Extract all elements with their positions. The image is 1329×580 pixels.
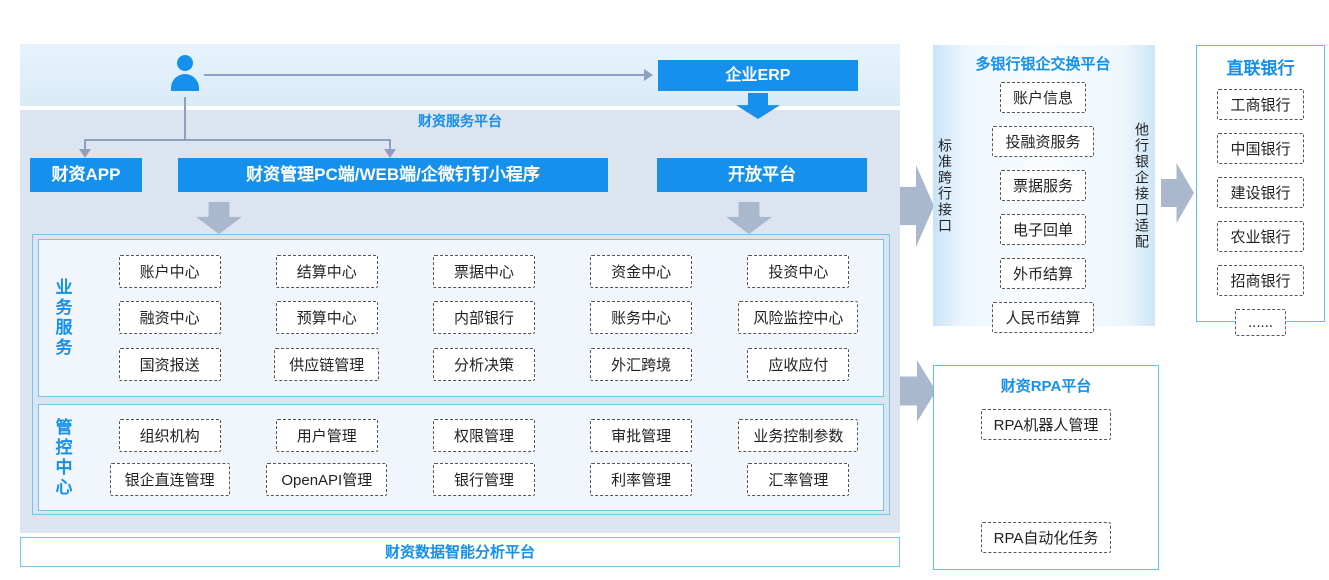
business-cell: 应收应付 (747, 348, 850, 382)
exchange-item: 电子回单 (999, 214, 1086, 245)
bank-item: 工商银行 (1217, 89, 1304, 120)
right-arrow-icon (900, 165, 934, 247)
control-cell: 业务控制参数 (738, 418, 859, 452)
business-services-section: 业务服务 账户中心 结算中心 票据中心 资金中心 投资中心 融资中心 预算中心 … (38, 239, 884, 397)
control-cell: 审批管理 (590, 418, 693, 452)
bank-item: 中国银行 (1217, 133, 1304, 164)
erp-down-arrow-icon (736, 93, 780, 119)
control-center-section: 管控中心 组织机构 用户管理 权限管理 审批管理 业务控制参数 银企直连管理 O… (38, 404, 884, 511)
exchange-item: 外币结算 (999, 258, 1086, 289)
business-cell: 国资报送 (118, 348, 221, 382)
bank-item: 建设银行 (1217, 177, 1304, 208)
business-cell: 外汇跨境 (590, 348, 693, 382)
direct-banks-panel: 直联银行 工商银行 中国银行 建设银行 农业银行 招商银行 ...... (1196, 45, 1325, 336)
user-to-erp-arrow (204, 69, 653, 81)
platform-title: 财资服务平台 (418, 113, 502, 129)
control-cell: 银行管理 (432, 463, 535, 497)
business-cell: 预算中心 (275, 301, 378, 335)
business-cell: 供应链管理 (274, 348, 380, 382)
rpa-platform-panel: 财资RPA平台 RPA机器人管理 RPA自动化任务 (933, 365, 1159, 570)
business-cell: 融资中心 (118, 301, 221, 335)
bank-item: 农业银行 (1217, 221, 1304, 252)
user-icon (170, 55, 200, 97)
data-analysis-platform-bar: 财资数据智能分析平台 (20, 537, 900, 567)
bank-item-more: ...... (1234, 309, 1286, 336)
business-cell: 票据中心 (432, 254, 535, 288)
down-arrow-icon (196, 202, 242, 234)
exchange-item: 账户信息 (999, 82, 1086, 113)
control-cell: 权限管理 (432, 418, 535, 452)
control-cell: 银企直连管理 (109, 463, 230, 497)
rpa-platform-title: 财资RPA平台 (1000, 378, 1092, 395)
bank-exchange-title: 多银行银企交换平台 (975, 56, 1111, 73)
connector-left-stub (84, 141, 86, 149)
bank-exchange-content: 多银行银企交换平台 账户信息 投融资服务 票据服务 电子回单 外币结算 人民币结… (957, 45, 1129, 333)
control-center-grid: 组织机构 用户管理 权限管理 审批管理 业务控制参数 银企直连管理 OpenAP… (85, 405, 883, 510)
open-platform-node: 开放平台 (657, 158, 867, 192)
bank-item: 招商银行 (1217, 265, 1304, 296)
exchange-item: 人民币结算 (992, 302, 1094, 333)
user-icon-torso (171, 74, 199, 91)
business-cell: 结算中心 (275, 254, 378, 288)
business-cell: 内部银行 (432, 301, 535, 335)
business-services-grid: 账户中心 结算中心 票据中心 资金中心 投资中心 融资中心 预算中心 内部银行 … (85, 240, 883, 396)
exchange-item: 票据服务 (999, 170, 1086, 201)
connector-right-stub (389, 141, 391, 149)
standard-interbank-interface-label: 标准跨行接口 (937, 137, 953, 234)
business-cell: 投资中心 (747, 254, 850, 288)
connector-horizontal-line (84, 139, 391, 141)
erp-node: 企业ERP (658, 60, 858, 91)
user-icon-head (177, 55, 193, 71)
business-cell: 账户中心 (118, 254, 221, 288)
business-cell: 分析决策 (432, 348, 535, 382)
rpa-item: RPA机器人管理 (980, 409, 1112, 440)
down-arrow-icon (726, 202, 772, 234)
connector-right-arrowhead-icon (384, 149, 396, 158)
direct-banks-title: 直联银行 (1226, 59, 1295, 78)
control-cell: 用户管理 (275, 418, 378, 452)
rpa-item: RPA自动化任务 (980, 522, 1112, 553)
business-cell: 账务中心 (590, 301, 693, 335)
other-bank-interface-adapter-label: 他行银企接口适配 (1134, 121, 1150, 250)
control-cell: 组织机构 (118, 418, 221, 452)
control-cell: 利率管理 (590, 463, 693, 497)
bank-exchange-platform-panel: 标准跨行接口 多银行银企交换平台 账户信息 投融资服务 票据服务 电子回单 外币… (933, 45, 1155, 333)
center-sections-frame (32, 234, 890, 515)
right-arrow-icon (1161, 163, 1194, 223)
business-cell: 资金中心 (590, 254, 693, 288)
exchange-item: 投融资服务 (992, 126, 1094, 157)
connector-left-arrowhead-icon (79, 149, 91, 158)
connector-vertical-line (184, 97, 186, 140)
business-services-label: 业务服务 (52, 278, 72, 358)
control-cell: 汇率管理 (747, 463, 850, 497)
treasury-app-node: 财资APP (30, 158, 142, 192)
business-cell: 风险监控中心 (738, 301, 859, 335)
control-center-label: 管控中心 (52, 417, 72, 498)
right-arrow-icon (900, 360, 936, 422)
pc-web-miniapp-node: 财资管理PC端/WEB端/企微钉钉小程序 (178, 158, 608, 192)
control-cell: OpenAPI管理 (266, 463, 388, 497)
